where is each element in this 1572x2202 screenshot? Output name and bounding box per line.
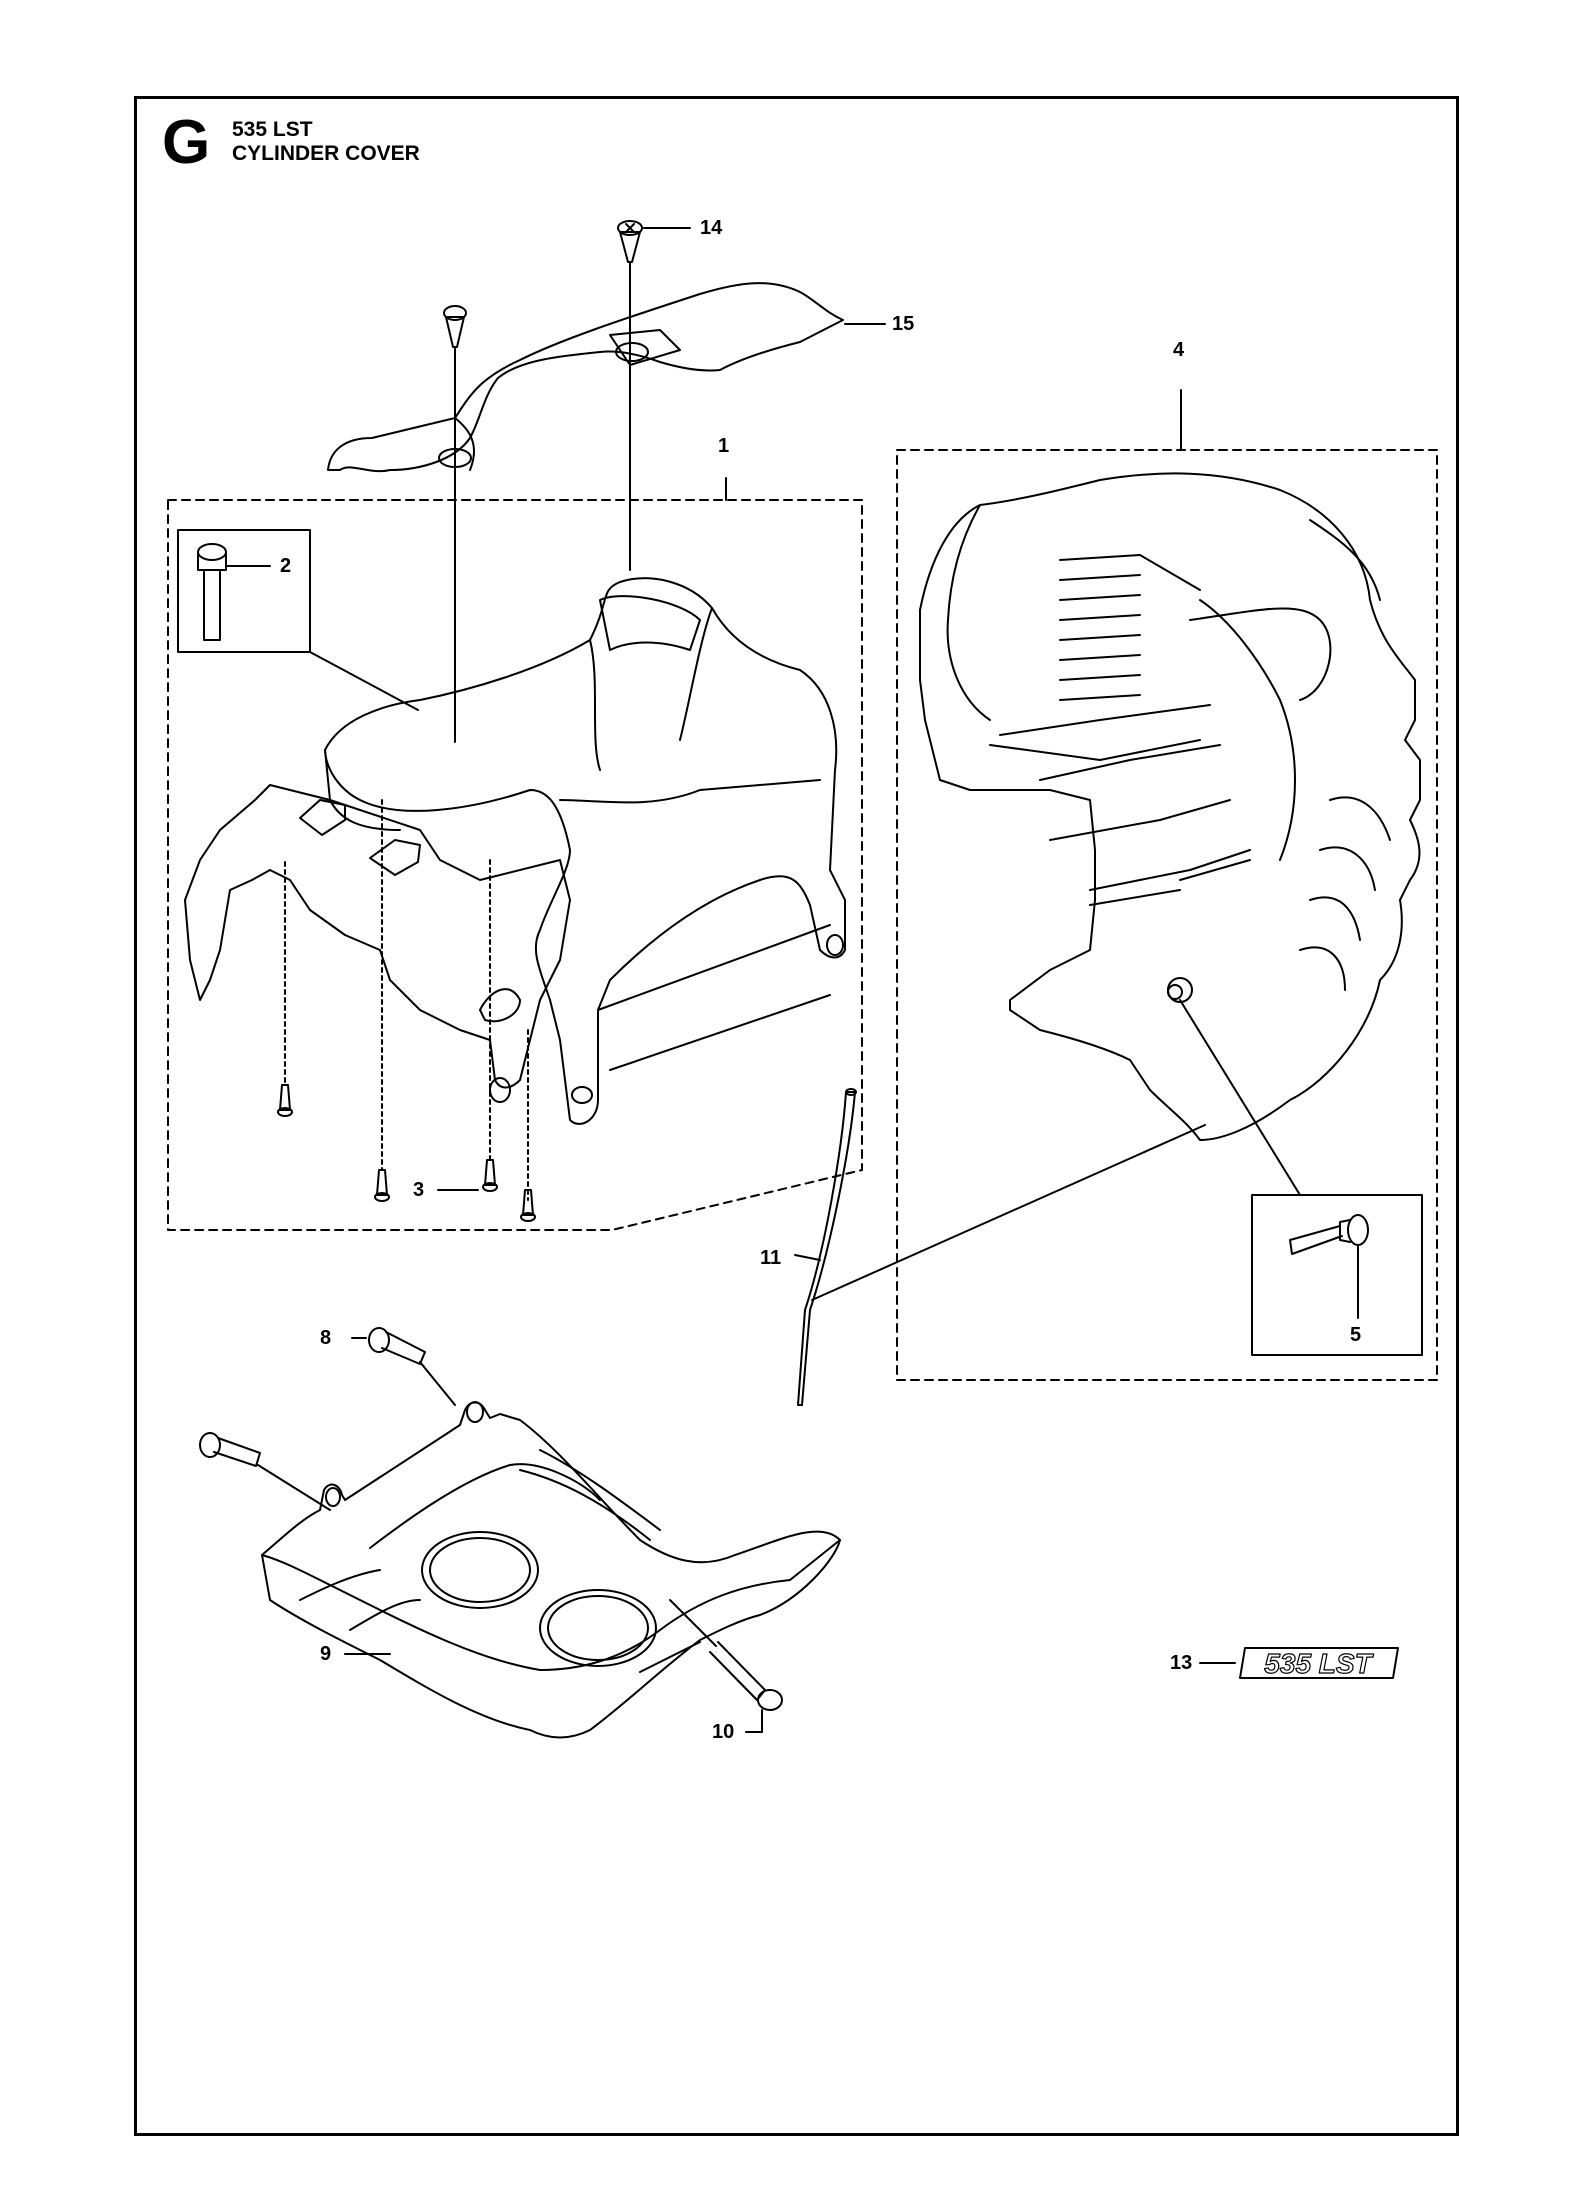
strip-11: [794, 1088, 857, 1406]
part-5-box: [1251, 1194, 1423, 1356]
page-frame: [134, 96, 1459, 2136]
leader-line: [257, 1464, 331, 1511]
bolt-left: [199, 1432, 261, 1467]
leader-line: [1179, 999, 1301, 1196]
callout-13: 13: [1170, 1652, 1193, 1674]
diagram-title: CYLINDER COVER: [232, 142, 420, 165]
top-shroud-15: [327, 282, 886, 473]
leader-line: [419, 1361, 456, 1406]
decal-text: 535 LST: [1264, 1648, 1374, 1679]
section-letter: G: [162, 108, 211, 177]
callout-9: 9: [320, 1643, 332, 1665]
callout-10: 10: [712, 1721, 735, 1743]
cylinder-cover-1: [184, 577, 846, 1125]
bolt-10: [709, 1641, 783, 1733]
callout-11: 11: [760, 1247, 782, 1269]
bolt-8: [351, 1327, 426, 1365]
callout-4: 4: [1173, 339, 1185, 361]
part-1-group-box: [167, 499, 863, 1231]
fan-cover-4: [919, 472, 1421, 1141]
callout-15: 15: [892, 313, 915, 335]
leader-line: [309, 651, 419, 711]
leader-line: [811, 1124, 1206, 1301]
small-screws: [277, 799, 536, 1222]
part-4-group-box: [896, 449, 1438, 1381]
screw-2: [197, 543, 271, 641]
screw-top-left: [443, 305, 467, 348]
skid-plate-9: [261, 1401, 841, 1739]
callout-3: 3: [413, 1179, 425, 1201]
screw-14: [617, 220, 691, 263]
part-2-box: [177, 529, 311, 653]
leader-line: [669, 1599, 717, 1647]
model-name: 535 LST: [232, 118, 313, 141]
callout-2: 2: [280, 555, 292, 577]
decal-13: [1239, 1647, 1399, 1679]
callout-5: 5: [1350, 1324, 1362, 1346]
callout-8: 8: [320, 1327, 332, 1349]
screw-5: [1289, 1214, 1369, 1319]
callout-1: 1: [718, 435, 730, 457]
callout-14: 14: [700, 217, 723, 239]
